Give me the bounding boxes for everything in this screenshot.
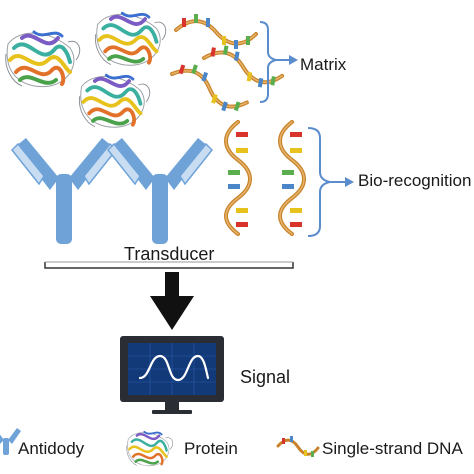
legend-label-ssdna: Single-strand DNA: [322, 439, 463, 458]
antibody-pair: [11, 137, 213, 245]
bio-ssdna-group: [224, 120, 306, 236]
matrix-bracket: [259, 21, 277, 103]
protein-icon: [93, 11, 168, 68]
ssdna-icon: [276, 436, 320, 457]
protein-icon: [77, 73, 152, 130]
legend: [0, 428, 320, 468]
transducer-label: Transducer: [124, 244, 215, 264]
signal-arrow: [150, 272, 194, 330]
ssdna-icon: [278, 120, 306, 236]
ssdna-icon: [164, 56, 256, 119]
ssdna-icon: [198, 40, 288, 93]
monitor-icon: [120, 336, 224, 414]
protein-cluster: [3, 11, 168, 130]
bio-recognition-label: Bio-recognition: [358, 171, 472, 190]
legend-label-antibody: Antidody: [18, 439, 85, 458]
matrix-label: Matrix: [300, 55, 347, 74]
matrix-arrow: [276, 55, 298, 65]
bio-recognition-bracket: [307, 127, 331, 237]
antibody-icon: [11, 137, 117, 245]
ssdna-icon: [224, 120, 252, 236]
protein-icon: [125, 430, 174, 468]
ssdna-icon: [174, 12, 258, 51]
legend-label-protein: Protein: [184, 439, 238, 458]
antibody-icon: [107, 137, 213, 245]
bio-recognition-arrow: [330, 177, 354, 187]
antibody-icon: [0, 428, 21, 455]
transducer-bar: [44, 261, 294, 269]
signal-wave: [138, 354, 210, 382]
signal-label: Signal: [240, 367, 291, 387]
protein-icon: [3, 30, 82, 89]
